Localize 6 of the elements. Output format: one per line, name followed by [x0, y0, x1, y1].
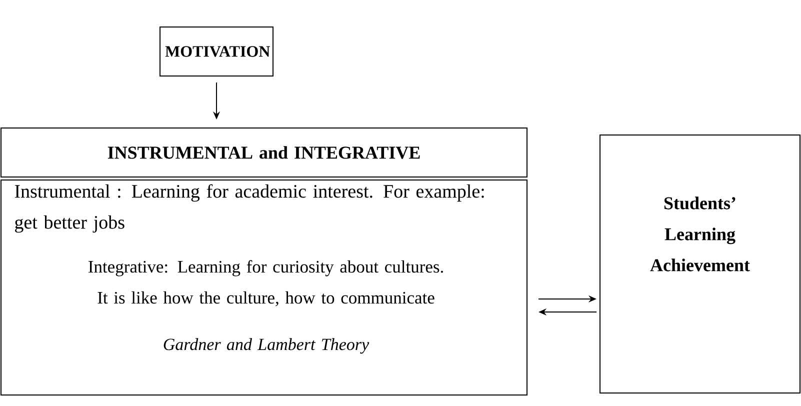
description-text: Integrative: Learning for curiosity about cultures. It is like how the culture, how to communicate — [88, 260, 443, 306]
title-box: MOTIVATION — [160, 26, 274, 76]
outcome-box: Students’ Learning Achievement — [600, 134, 800, 394]
header-box: INSTRUMENTAL and INTEGRATIVE — [0, 128, 528, 178]
description-text: Instrumental : Learning for academic interest. For example: get better jobs — [14, 184, 484, 233]
source-text: Gardner and Lambert Theory — [164, 338, 370, 354]
